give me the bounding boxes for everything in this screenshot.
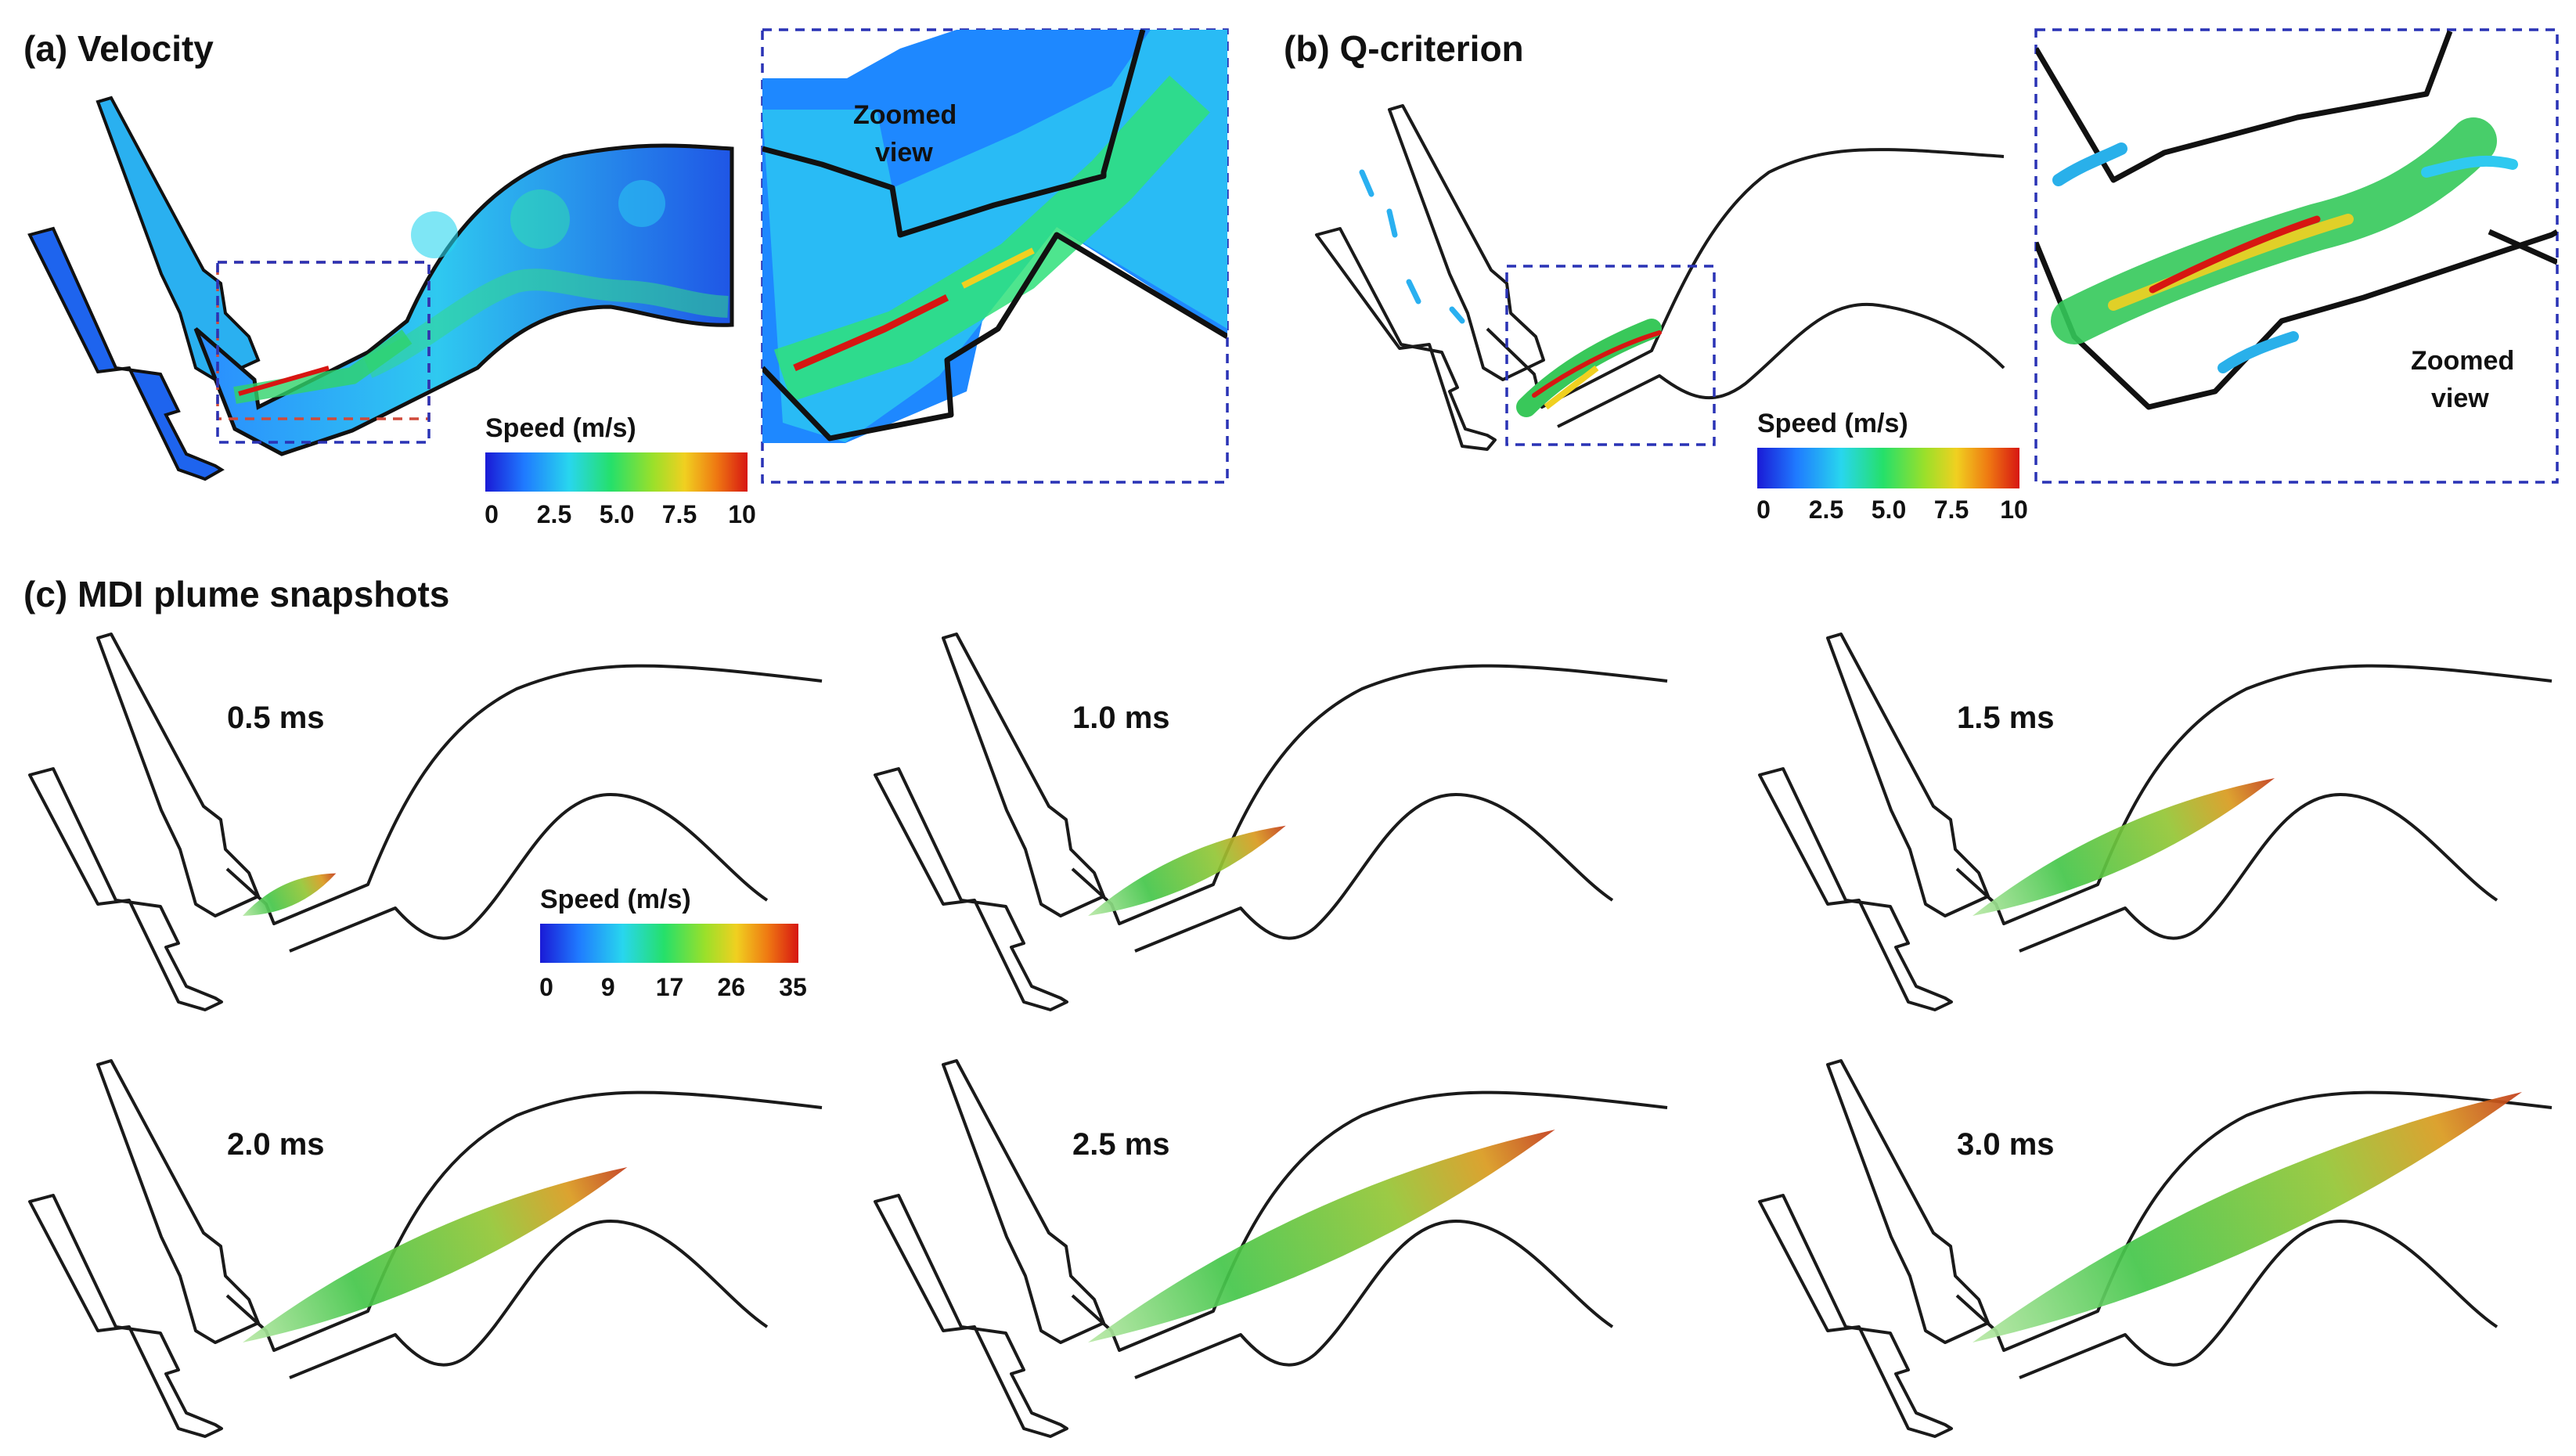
actuator-outline xyxy=(1758,1194,1953,1438)
mouthpiece-outline xyxy=(96,632,260,917)
panel-a-title: (a) Velocity xyxy=(23,28,214,69)
mouthpiece-outline xyxy=(942,632,1105,917)
panel-c-title: (c) MDI plume snapshots xyxy=(23,574,449,614)
mouthpiece-outline xyxy=(1826,1059,1990,1344)
snapshot-1: 0.5 ms xyxy=(28,632,823,1011)
colorbar-a-ticks: 0 2.5 5.0 7.5 10 xyxy=(485,500,756,528)
colorbar-b-tick-1: 2.5 xyxy=(1809,496,1843,524)
colorbar-c-tick-4: 35 xyxy=(779,973,807,1001)
throat-outline xyxy=(225,664,823,953)
zoom-view-a: Zoomed view xyxy=(761,28,1229,484)
colorbar-b-tick-0: 0 xyxy=(1756,496,1771,524)
colorbar-a: Speed (m/s) 0 2.5 5.0 7.5 10 xyxy=(485,413,756,528)
colorbar-b-tick-4: 10 xyxy=(2000,496,2028,524)
snapshot-time: 3.0 ms xyxy=(1957,1127,2055,1162)
mouthpiece-outline xyxy=(942,1059,1105,1344)
zoom-view-b: Zoomed view xyxy=(2034,28,2559,484)
snapshot-5: 2.5 ms xyxy=(874,1059,1668,1438)
colorbar-b-title: Speed (m/s) xyxy=(1757,409,1908,438)
zoom-region-box-b xyxy=(1505,265,1716,446)
colorbar-c-gradient xyxy=(540,924,798,963)
colorbar-a-tick-0: 0 xyxy=(485,500,499,528)
snapshot-6: 3.0 ms xyxy=(1758,1059,2553,1438)
zoom-label-a-line2: view xyxy=(875,138,933,168)
actuator-outline xyxy=(1758,767,1953,1011)
panel-c: (c) MDI plume snapshots 0.5 ms 1.0 ms 1.5 … xyxy=(23,574,2553,1438)
plume xyxy=(243,1167,628,1342)
colorbar-b-gradient xyxy=(1757,448,2019,488)
snapshot-time: 0.5 ms xyxy=(227,701,325,735)
colorbar-a-tick-3: 7.5 xyxy=(662,500,697,528)
colorbar-a-tick-4: 10 xyxy=(728,500,756,528)
colorbar-c-tick-0: 0 xyxy=(539,973,553,1001)
snapshot-grid: 0.5 ms 1.0 ms 1.5 ms 2.0 ms 2.5 ms 3.0 ms xyxy=(28,632,2553,1438)
actuator-outline xyxy=(28,767,223,1011)
zoom-region-box xyxy=(216,261,431,444)
plume xyxy=(1088,825,1286,916)
colorbar-c-tick-1: 9 xyxy=(601,973,615,1001)
colorbar-b-tick-2: 5.0 xyxy=(1872,496,1906,524)
snapshot-4: 2.0 ms xyxy=(28,1059,823,1438)
actuator-outline xyxy=(874,1194,1068,1438)
snapshot-time: 1.5 ms xyxy=(1957,701,2055,735)
plume xyxy=(1973,778,2275,916)
actuator-outline xyxy=(28,1194,223,1438)
plume xyxy=(1088,1130,1555,1342)
colorbar-c-tick-2: 17 xyxy=(656,973,684,1001)
colorbar-a-title: Speed (m/s) xyxy=(485,413,636,443)
vortex-structures xyxy=(1359,169,1662,417)
plume xyxy=(1973,1092,2522,1342)
panel-b-title: (b) Q-criterion xyxy=(1284,28,1524,69)
snapshot-time: 2.5 ms xyxy=(1072,1127,1170,1162)
mouthpiece-outline xyxy=(1826,632,1990,917)
colorbar-c-ticks: 0 9 17 26 35 xyxy=(539,973,807,1001)
colorbar-a-tick-1: 2.5 xyxy=(537,500,571,528)
zoom-label-b-line2: view xyxy=(2431,384,2489,413)
actuator-outline xyxy=(874,767,1068,1011)
snapshot-3: 1.5 ms xyxy=(1758,632,2553,1011)
plume xyxy=(243,873,337,916)
colorbar-c: Speed (m/s) 0 9 17 26 35 xyxy=(539,885,807,1001)
zoom-label-a-line1: Zoomed xyxy=(853,100,957,130)
colorbar-b: Speed (m/s) 0 2.5 5.0 7.5 10 xyxy=(1756,409,2028,524)
colorbar-b-tick-3: 7.5 xyxy=(1934,496,1969,524)
snapshot-2: 1.0 ms xyxy=(874,632,1668,1011)
velocity-field xyxy=(27,96,734,481)
colorbar-a-tick-2: 5.0 xyxy=(600,500,634,528)
colorbar-c-title: Speed (m/s) xyxy=(540,885,691,914)
panel-a: (a) Velocity Speed (m/s) 0 2.5 5.0 7.5 10 xyxy=(23,28,1229,528)
mouthpiece-outline xyxy=(96,1059,260,1344)
panel-b: (b) Q-criterion Speed (m/s) 0 2.5 5.0 7.5 10 xyxy=(1284,28,2559,524)
zoom-label-b-line1: Zoomed xyxy=(2411,346,2514,376)
colorbar-b-ticks: 0 2.5 5.0 7.5 10 xyxy=(1756,496,2028,524)
colorbar-c-tick-3: 26 xyxy=(717,973,745,1001)
snapshot-time: 1.0 ms xyxy=(1072,701,1170,735)
snapshot-time: 2.0 ms xyxy=(227,1127,325,1162)
actuator-outline-b xyxy=(1315,104,2005,451)
colorbar-a-gradient xyxy=(485,452,748,492)
